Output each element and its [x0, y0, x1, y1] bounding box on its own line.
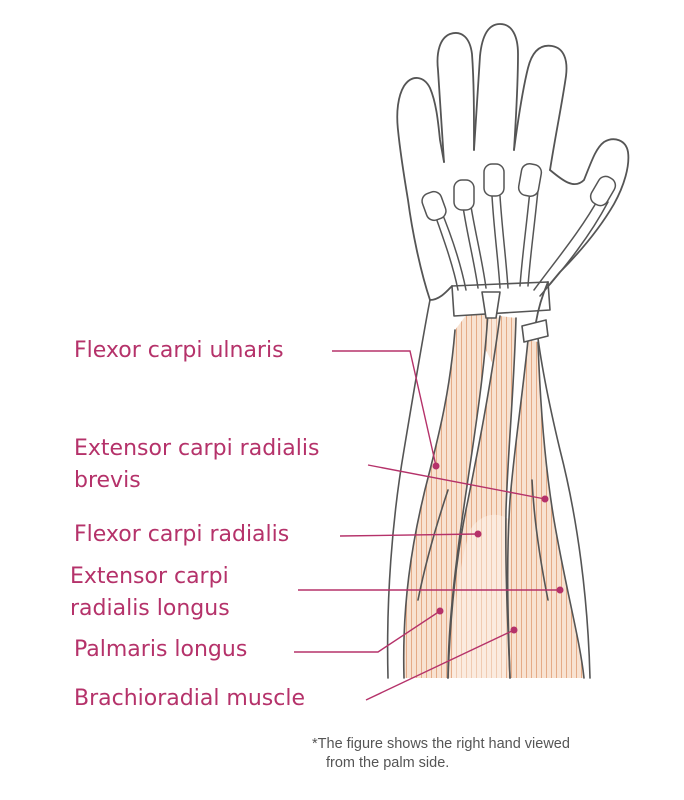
footnote-line-2: from the palm side. — [326, 755, 450, 771]
footnote-line-1: *The figure shows the right hand viewed — [312, 736, 570, 752]
label-extensor-carpi-radialis-brevis-line1: Extensor carpi radialis — [74, 436, 320, 461]
label-flexor-carpi-ulnaris: Flexor carpi ulnaris — [74, 338, 284, 363]
leader-lines — [294, 350, 560, 701]
leader-dots — [432, 462, 564, 634]
label-brachioradial-muscle: Brachioradial muscle — [74, 686, 305, 711]
forearm-muscles — [403, 310, 584, 678]
figure-footnote: *The figure shows the right hand viewed … — [312, 735, 570, 773]
hand-outline — [396, 23, 630, 323]
label-extensor-carpi-radialis-longus-line2: radialis longus — [70, 596, 230, 621]
tendon-sheaths — [421, 163, 617, 222]
label-extensor-carpi-radialis-brevis-line2: brevis — [74, 468, 141, 493]
label-extensor-carpi-radialis-longus-line1: Extensor carpi — [70, 564, 229, 589]
label-palmaris-longus: Palmaris longus — [74, 637, 248, 662]
label-flexor-carpi-radialis: Flexor carpi radialis — [74, 522, 290, 547]
forearm-outline — [386, 299, 591, 679]
wrist-retinaculum — [451, 281, 551, 343]
